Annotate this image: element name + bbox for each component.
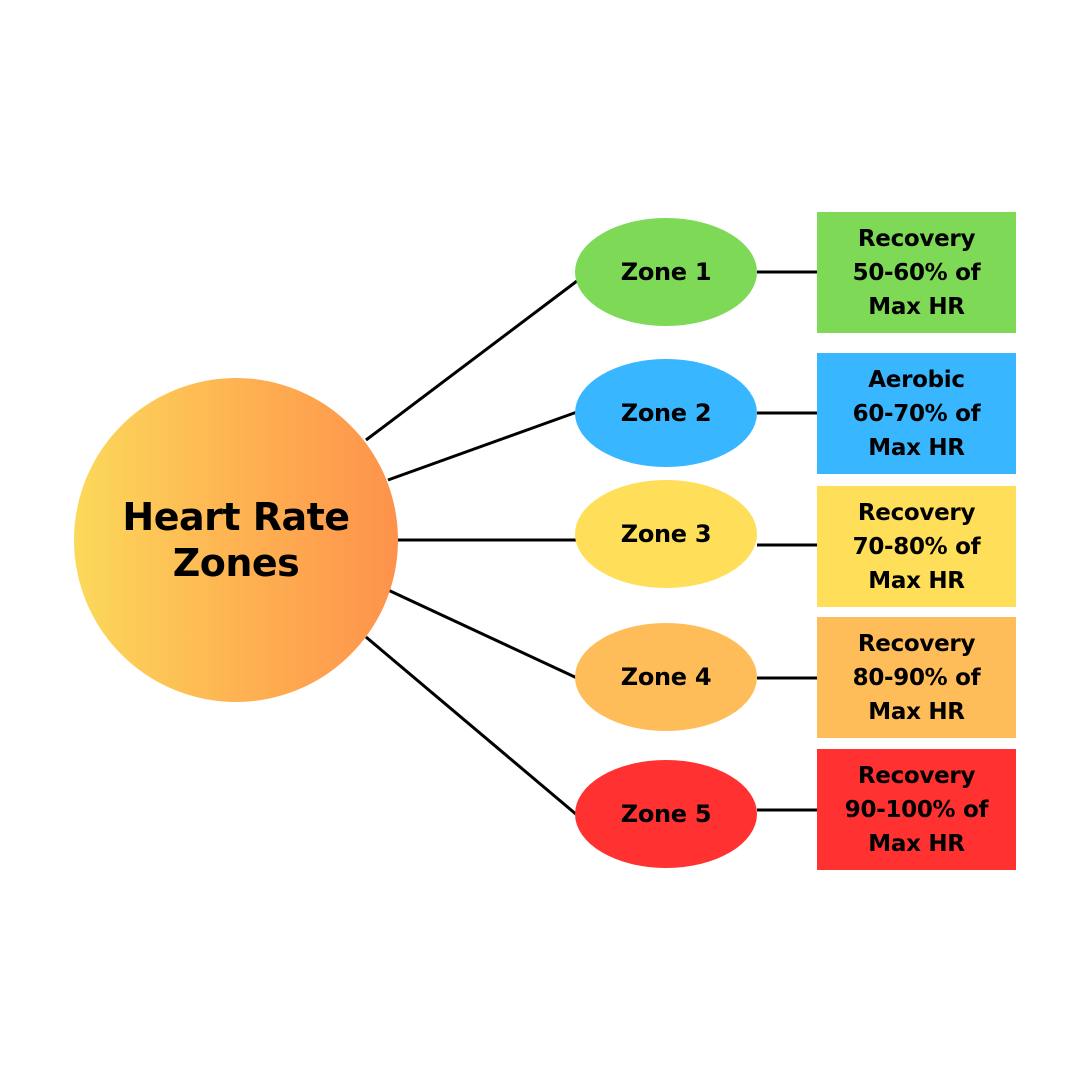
zone-3-oval: Zone 3 <box>575 480 757 588</box>
zone-4-type: Recovery <box>857 630 976 657</box>
zone-5-label: Zone 5 <box>620 800 712 828</box>
zone-3-description-box: Recovery 70-80% of Max HR <box>817 486 1016 607</box>
hub-title: Heart Rate Zones <box>106 494 366 586</box>
zone-2-label: Zone 2 <box>620 399 712 427</box>
zone-1-description-box: Recovery 50-60% of Max HR <box>817 212 1016 333</box>
zone-1-range: 50-60% of <box>852 259 981 286</box>
connector-hub-zone-1 <box>365 279 578 442</box>
connector-hub-zone-5 <box>365 635 578 817</box>
hub-title-line-2: Zones <box>172 541 300 585</box>
hub-title-line-1: Heart Rate <box>122 495 350 539</box>
zone-3-type: Recovery <box>857 499 976 526</box>
zone-5-description-box: Recovery 90-100% of Max HR <box>817 749 1016 870</box>
zone-5-type: Recovery <box>857 762 976 789</box>
connector-hub-zone-2 <box>387 410 578 482</box>
zone-2-oval: Zone 2 <box>575 359 757 467</box>
zone-4-description-box: Recovery 80-90% of Max HR <box>817 617 1016 738</box>
zone-1-type: Recovery <box>857 225 976 252</box>
zone-4-basis: Max HR <box>868 698 965 725</box>
zone-3-range: 70-80% of <box>852 533 981 560</box>
zone-3-label: Zone 3 <box>620 520 712 548</box>
zone-5-oval: Zone 5 <box>575 760 757 868</box>
zone-5-basis: Max HR <box>868 830 965 857</box>
connector-hub-zone-4 <box>387 588 578 680</box>
zone-4-oval: Zone 4 <box>575 623 757 731</box>
zone-4-range: 80-90% of <box>852 664 981 691</box>
zone-1-oval: Zone 1 <box>575 218 757 326</box>
zone-2-range: 60-70% of <box>852 400 981 427</box>
zone-4-label: Zone 4 <box>620 663 712 691</box>
zone-2-type: Aerobic <box>868 366 965 393</box>
zone-5-range: 90-100% of <box>844 796 989 823</box>
zone-2-description-box: Aerobic 60-70% of Max HR <box>817 353 1016 474</box>
zone-2-basis: Max HR <box>868 434 965 461</box>
zone-1-label: Zone 1 <box>620 258 712 286</box>
zone-1-basis: Max HR <box>868 293 965 320</box>
zone-3-basis: Max HR <box>868 567 965 594</box>
heart-rate-zones-hub: Heart Rate Zones <box>74 378 398 702</box>
